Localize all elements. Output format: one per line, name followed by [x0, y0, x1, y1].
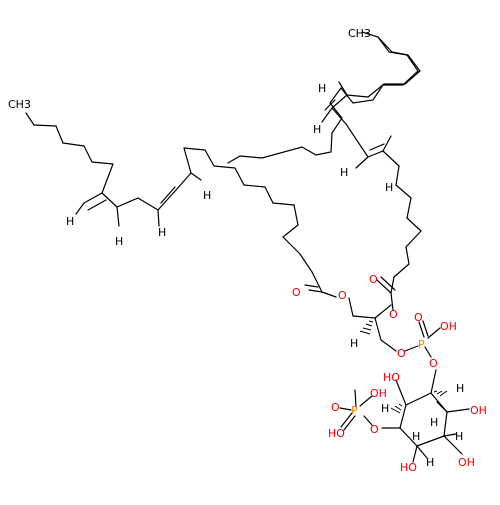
h-label-db3a: H — [66, 215, 74, 228]
ring-h4: H — [455, 430, 463, 443]
ring-h5: H — [426, 456, 434, 469]
o-ester2-link: O — [389, 308, 398, 321]
p1-oxo: O — [414, 311, 423, 324]
p2-atom: P — [351, 404, 358, 417]
h-label-db2a: H — [340, 166, 348, 179]
h-label-db4b: H — [203, 189, 211, 202]
h-label-db2b: H — [385, 181, 393, 194]
fatty-acid-chain-right — [227, 31, 419, 164]
inositol-ring — [381, 369, 470, 463]
h-label-db4a: H — [158, 226, 166, 239]
p2-oh-left: HO — [328, 427, 345, 440]
fatty-acid-chain-right-detail — [321, 36, 422, 311]
h-label-db1b: H — [313, 123, 321, 136]
ring-h1: H — [456, 382, 464, 395]
ring-oh-a: HO — [383, 371, 400, 384]
h-label-db3b: H — [115, 235, 123, 248]
p2-oh-top: OH — [370, 387, 387, 400]
ring-h2: H — [381, 402, 389, 415]
p1-o-ring: O — [429, 357, 438, 370]
phosphate-group — [339, 389, 373, 431]
fatty-acid-chain-left — [25, 112, 337, 298]
ring-h3: H — [430, 416, 438, 429]
o-ester2-carbonyl: O — [369, 273, 378, 286]
ring-oh-b: OH — [470, 404, 487, 417]
p2-o-ring: O — [370, 423, 379, 436]
ch3-label-top: CH3 — [348, 27, 371, 40]
ring-oh-d: HO — [400, 461, 417, 474]
h-glycerol: H — [350, 337, 358, 350]
glycerol-backbone — [348, 297, 397, 352]
o-ester1-carbonyl: O — [292, 286, 301, 299]
p1-atom: P — [418, 338, 425, 351]
ring-h6: H — [412, 430, 420, 443]
p2-oxo: O — [331, 401, 340, 414]
phosphodiester-group — [404, 320, 441, 358]
atom-labels: CH3 CH3 H H H H H H H H O O O O H O P O … — [8, 27, 487, 474]
ch3-label-left: CH3 — [8, 98, 31, 111]
p1-oh: OH — [440, 320, 457, 333]
ring-oh-c: OH — [458, 456, 475, 469]
h-label-db1a: H — [318, 82, 326, 95]
o-glycerol-p: O — [397, 347, 406, 360]
o-ester1-link: O — [338, 289, 347, 302]
